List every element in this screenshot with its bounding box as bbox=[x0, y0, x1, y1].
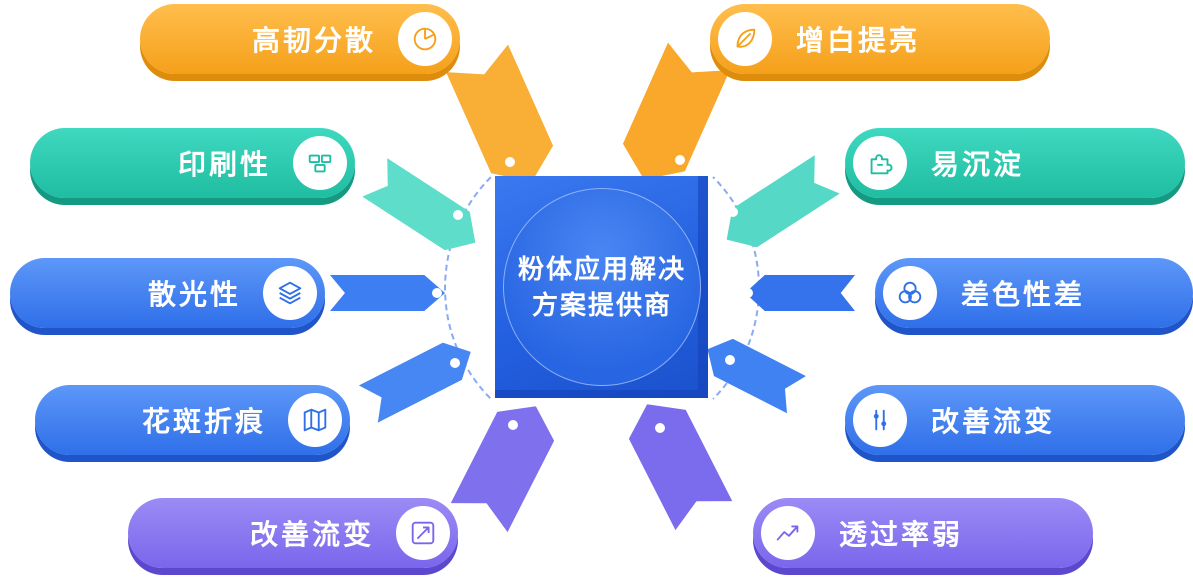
arc-dot bbox=[505, 157, 515, 167]
ribbon-middle-right-blue bbox=[745, 275, 855, 311]
layers-icon bbox=[263, 266, 317, 320]
pill-left-gao-ren-fen-san: 高韧分散 bbox=[140, 4, 460, 74]
pill-label: 印刷性 bbox=[177, 149, 271, 180]
arc-dot bbox=[432, 288, 442, 298]
pill-label: 改善流变 bbox=[249, 519, 374, 550]
pill-label: 花斑折痕 bbox=[141, 406, 266, 437]
leaf-icon bbox=[718, 12, 772, 66]
arc-dot bbox=[725, 355, 735, 365]
pill-left-gai-shan-liu-bian: 改善流变 bbox=[128, 498, 458, 568]
arc-dot bbox=[728, 207, 738, 217]
center-hub-circle: 粉体应用解决 方案提供商 bbox=[503, 188, 701, 386]
print-blocks-icon bbox=[293, 136, 347, 190]
flow-sliders-icon bbox=[853, 393, 907, 447]
venn-circles-icon bbox=[883, 266, 937, 320]
map-icon bbox=[288, 393, 342, 447]
pill-left-hua-ban-zhe-hen: 花斑折痕 bbox=[35, 385, 350, 455]
trend-line-icon bbox=[761, 506, 815, 560]
pill-label: 易沉淀 bbox=[931, 149, 1025, 180]
pill-right-cha-se-xing-cha: 差色性差 bbox=[875, 258, 1193, 328]
ribbon-middle-left-blue bbox=[330, 275, 445, 311]
pill-label: 差色性差 bbox=[961, 279, 1086, 310]
pie-chart-icon bbox=[398, 12, 452, 66]
center-title-line2: 方案提供商 bbox=[531, 290, 672, 320]
arc-dot bbox=[453, 210, 463, 220]
arc-dot bbox=[655, 423, 665, 433]
arc-dot bbox=[508, 420, 518, 430]
pill-label: 透过率弱 bbox=[839, 519, 964, 550]
pill-left-san-guang-xing: 散光性 bbox=[10, 258, 325, 328]
center-title-line1: 粉体应用解决 bbox=[517, 253, 686, 284]
pill-label: 高韧分散 bbox=[251, 25, 376, 56]
arc-dot bbox=[450, 358, 460, 368]
pill-label: 改善流变 bbox=[931, 406, 1056, 437]
pill-right-gai-shan-liu-bian: 改善流变 bbox=[845, 385, 1185, 455]
pill-label: 增白提亮 bbox=[796, 25, 921, 56]
pill-left-yin-shua-xing: 印刷性 bbox=[30, 128, 355, 198]
center-hub-square: 粉体应用解决 方案提供商 bbox=[495, 176, 708, 398]
pill-right-tou-guo-lv-ruo: 透过率弱 bbox=[753, 498, 1093, 568]
pill-right-yi-chen-dian: 易沉淀 bbox=[845, 128, 1185, 198]
trend-pen-icon bbox=[396, 506, 450, 560]
arc-dot bbox=[743, 288, 753, 298]
pill-label: 散光性 bbox=[147, 279, 241, 310]
puzzle-icon bbox=[853, 136, 907, 190]
pill-right-zeng-bai-ti-liang: 增白提亮 bbox=[710, 4, 1050, 74]
arc-dot bbox=[675, 155, 685, 165]
